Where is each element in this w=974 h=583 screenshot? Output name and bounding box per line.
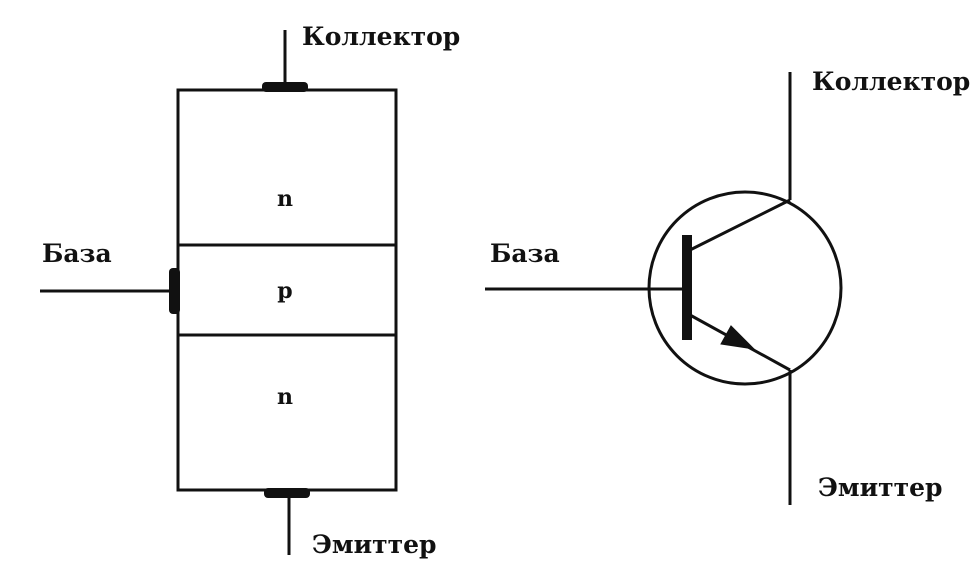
structure-emitter-label: Эмиттер <box>312 530 437 559</box>
structure-base-label: База <box>42 239 112 268</box>
symbol-collector-line <box>689 198 791 252</box>
symbol-collector-label: Коллектор <box>812 67 970 96</box>
layer-collector-region: n <box>277 186 293 212</box>
npn-structure <box>40 30 398 555</box>
npn-symbol <box>485 72 843 505</box>
structure-collector-label: Коллектор <box>302 22 460 51</box>
layer-emitter-region: n <box>277 384 293 410</box>
symbol-emitter-label: Эмиттер <box>818 473 943 502</box>
symbol-base-label: База <box>490 239 560 268</box>
layer-base-region: p <box>277 278 292 304</box>
emitter-arrow-icon <box>720 325 756 350</box>
emitter-contact <box>264 488 310 498</box>
collector-contact <box>262 82 308 92</box>
base-contact <box>169 268 180 314</box>
